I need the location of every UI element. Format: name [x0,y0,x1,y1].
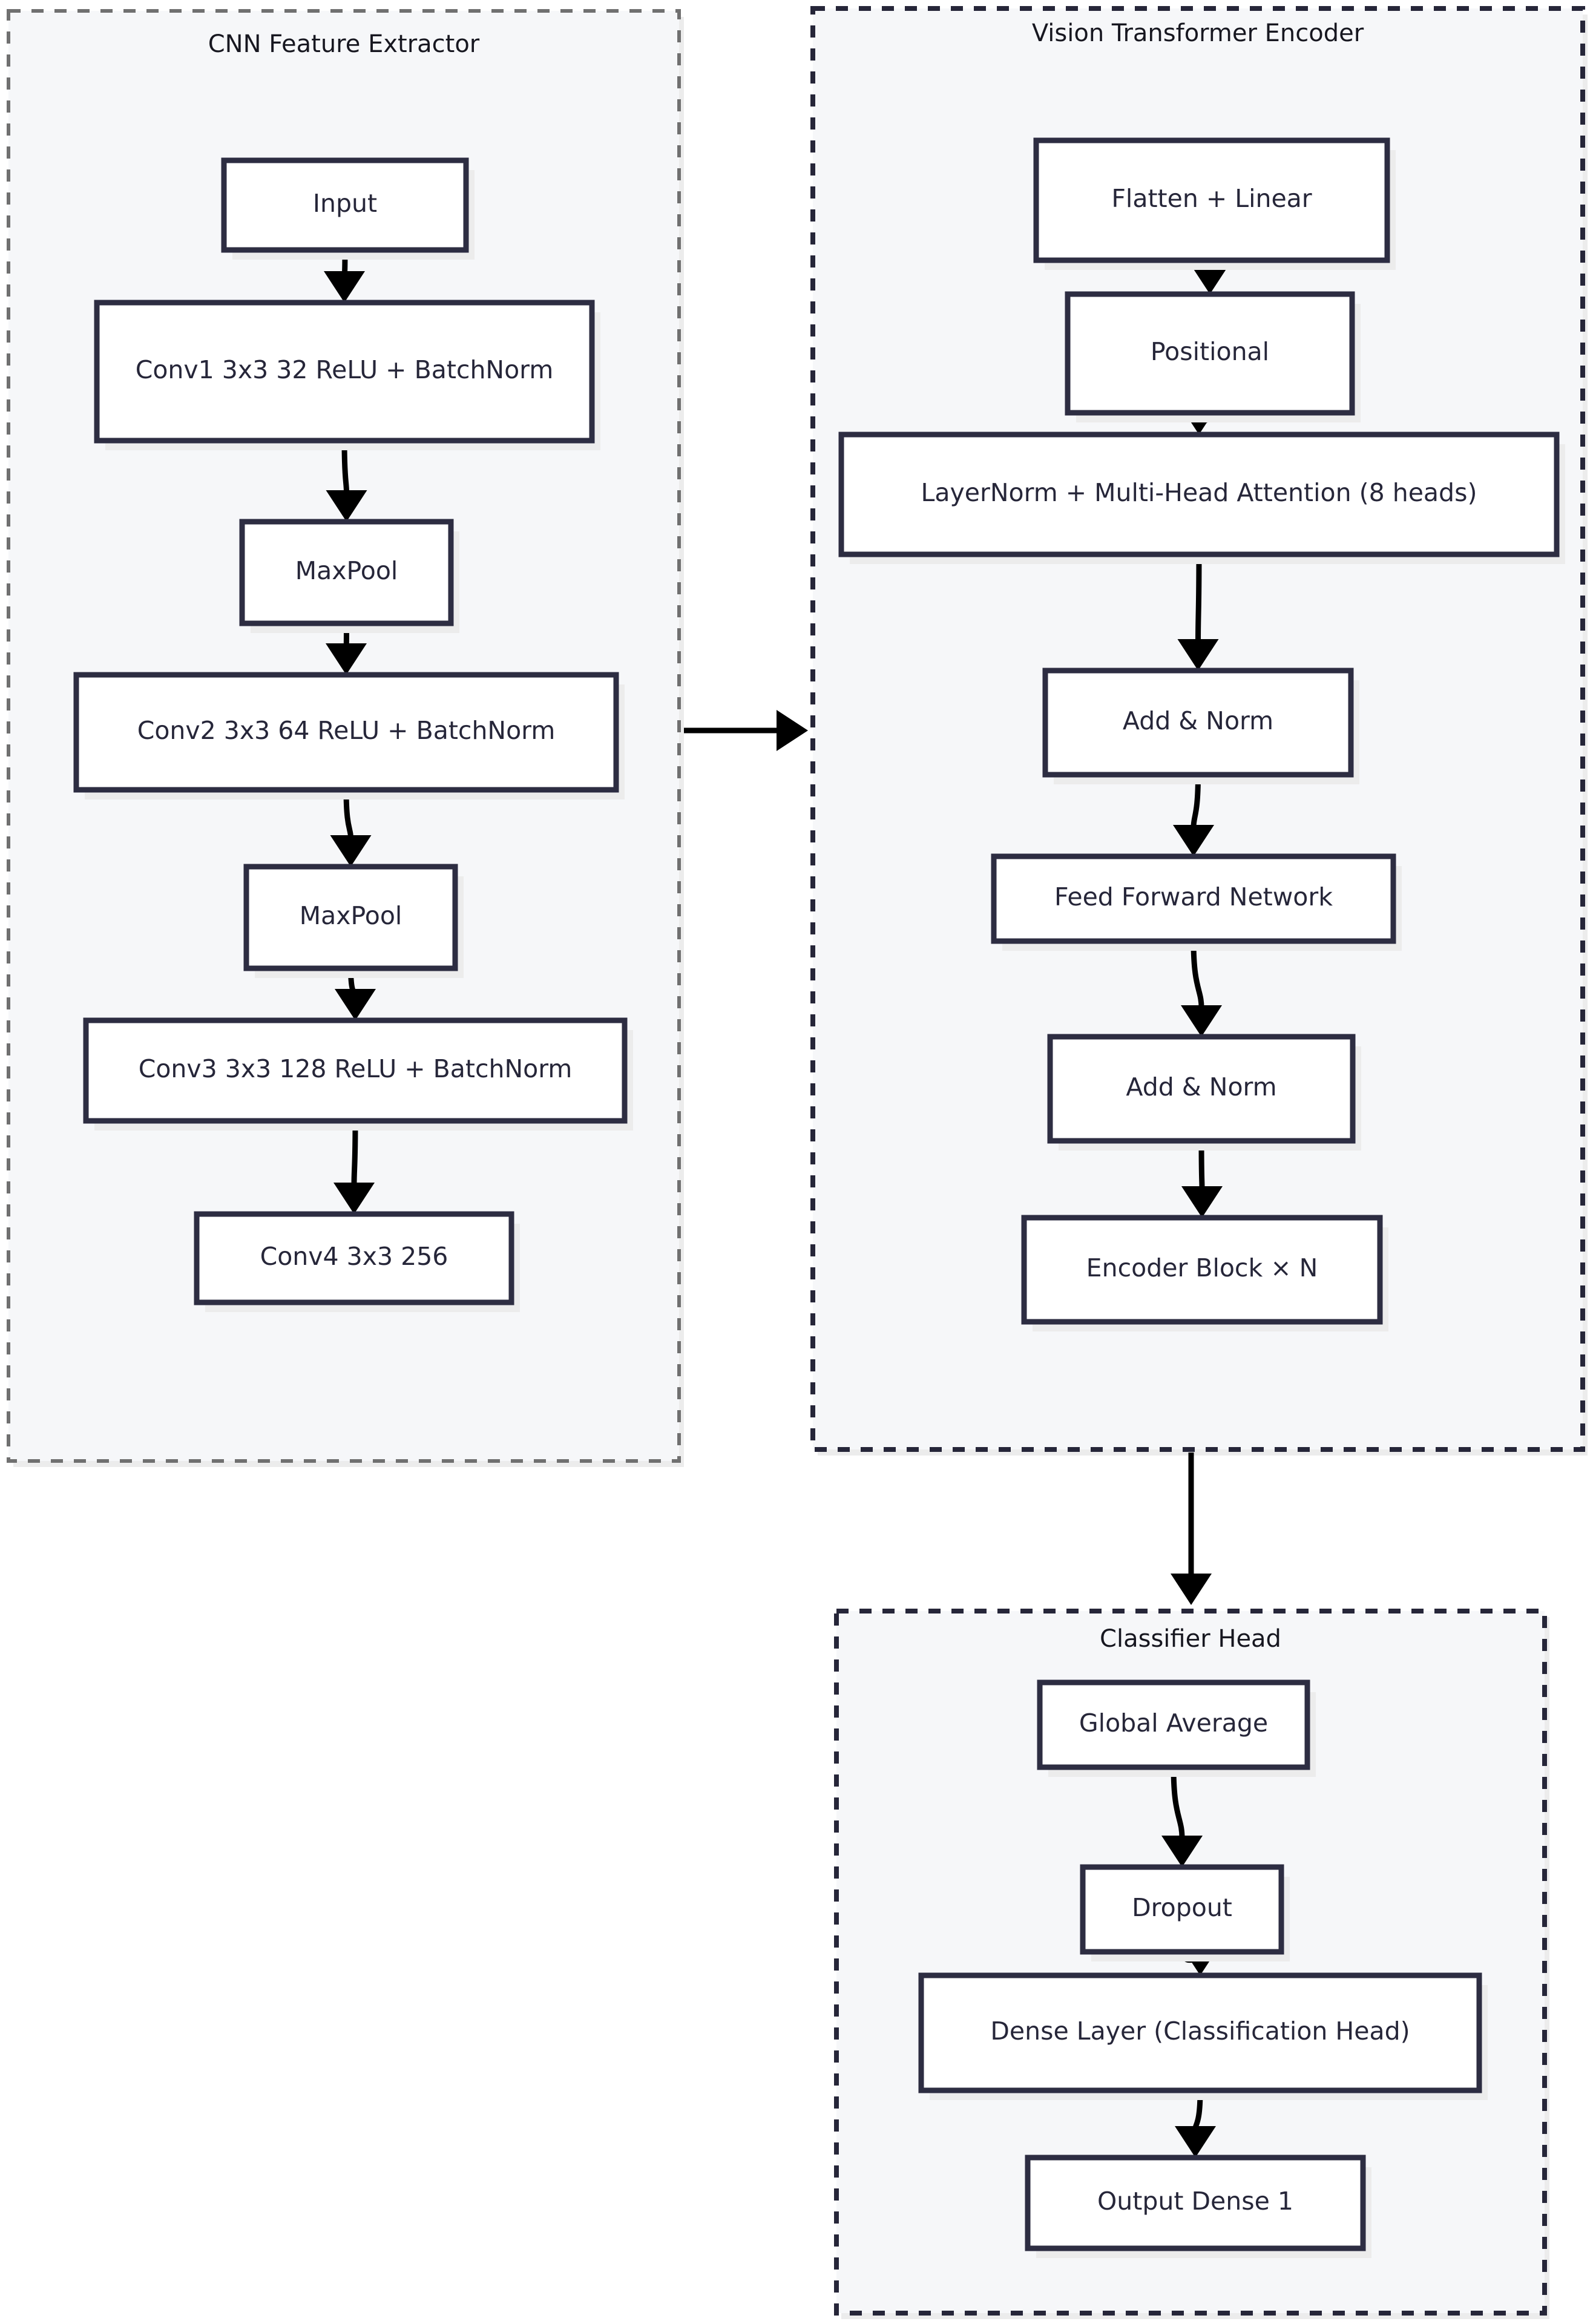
node-label: Add & Norm [1126,1072,1276,1101]
edge-line [341,440,349,493]
node-label: Conv4 3x3 256 [260,1242,448,1271]
arrow-head [326,490,367,522]
node-box[interactable] [243,864,458,971]
node-input[interactable]: Input [221,157,475,260]
cluster-title-vit: Vision Transformer Encoder [1032,19,1364,47]
node-label: Flatten + Linear [1111,184,1312,213]
node-box[interactable] [1080,1864,1284,1955]
node-label: Conv3 3x3 128 ReLU + BatchNorm [139,1054,573,1083]
edge-line [351,1120,358,1186]
node-label: Dense Layer (Classification Head) [990,2017,1410,2046]
node-dense[interactable]: Dense Layer (Classification Head) [918,1972,1488,2100]
node-label: Input [313,189,377,218]
node-label: MaxPool [300,901,402,930]
arrow-head [1175,2126,1216,2158]
cluster-title-cnn: CNN Feature Extractor [208,30,480,58]
arrow-head [1177,639,1219,671]
node-box[interactable] [991,853,1396,944]
node-box[interactable] [1047,1034,1356,1144]
node-box[interactable] [1037,1679,1310,1770]
edge-vit-to-head [1171,1452,1212,1605]
node-addnorm2[interactable]: Add & Norm [1047,1034,1361,1151]
node-box[interactable] [1021,1215,1383,1325]
arrow-head [1181,1186,1223,1218]
node-conv4[interactable]: Conv4 3x3 256 [194,1211,520,1312]
node-box[interactable] [1033,137,1390,263]
node-box[interactable] [1065,291,1355,416]
node-box[interactable] [918,1972,1482,2093]
cluster-border [834,1609,1547,2316]
edge-line [1191,774,1201,828]
node-ffn[interactable]: Feed Forward Network [991,853,1402,951]
node-box[interactable] [94,300,595,444]
arrow-head [326,643,367,675]
node-addnorm1[interactable]: Add & Norm [1042,668,1359,784]
node-pos[interactable]: Positional [1065,291,1361,422]
node-box[interactable] [838,432,1560,557]
node-outdense[interactable]: Output Dense 1 [1025,2155,1371,2258]
cluster-title-head: Classifier Head [1100,1625,1281,1653]
edge-conv2-to-pool2 [330,789,372,867]
arrow-head [1171,1574,1212,1605]
arrow-head [1181,1005,1222,1037]
node-box[interactable] [73,672,619,793]
arrow-head [777,710,808,751]
node-label: Positional [1151,337,1269,366]
node-conv2[interactable]: Conv2 3x3 64 ReLU + BatchNorm [73,672,625,799]
node-box[interactable] [221,157,469,253]
node-label: Dropout [1132,1893,1232,1922]
edge-mha-to-addnorm1 [1177,554,1219,671]
edge-line [1195,554,1202,642]
edge-ffn-to-addnorm2 [1181,940,1222,1037]
node-pool1[interactable]: MaxPool [239,519,459,633]
arrow-head [333,1183,375,1214]
arrow-head [324,271,365,303]
node-pool2[interactable]: MaxPool [243,864,464,978]
node-label: LayerNorm + Multi-Head Attention (8 head… [921,478,1477,507]
node-box[interactable] [1025,2155,1366,2251]
node-flatten[interactable]: Flatten + Linear [1033,137,1396,270]
node-box[interactable] [1042,668,1354,778]
node-box[interactable] [194,1211,514,1305]
arrow-head [1189,263,1230,294]
arrow-head [1173,825,1214,856]
arrow-head [1161,1836,1203,1867]
node-gap[interactable]: Global Average [1037,1679,1316,1777]
node-encblock[interactable]: Encoder Block × N [1021,1215,1388,1331]
node-box[interactable] [239,519,454,626]
node-label: Encoder Block × N [1086,1253,1318,1282]
edge-conv3-to-conv4 [333,1120,375,1214]
edge-line [343,789,353,838]
node-label: Conv1 3x3 32 ReLU + BatchNorm [136,355,554,384]
edge-addnorm1-to-ffn [1173,774,1214,856]
arrow-head [335,989,376,1020]
node-conv3[interactable]: Conv3 3x3 128 ReLU + BatchNorm [83,1017,633,1131]
arrow-head [330,835,372,867]
node-dropout[interactable]: Dropout [1080,1864,1290,1961]
node-label: Add & Norm [1123,706,1273,735]
node-mha[interactable]: LayerNorm + Multi-Head Attention (8 head… [838,432,1565,564]
edge-line [1171,1767,1185,1839]
node-label: MaxPool [295,556,398,585]
edge-conv1-to-pool1 [326,440,367,522]
edge-gap-to-dropout [1161,1767,1203,1867]
node-label: Conv2 3x3 64 ReLU + BatchNorm [137,716,556,745]
edge-line [1191,940,1204,1008]
node-label: Global Average [1079,1709,1268,1738]
node-label: Output Dense 1 [1097,2187,1293,2216]
node-box[interactable] [83,1017,628,1124]
node-label: Feed Forward Network [1054,882,1333,911]
node-conv1[interactable]: Conv1 3x3 32 ReLU + BatchNorm [94,300,600,450]
edge-cnn-to-vit [684,710,808,751]
